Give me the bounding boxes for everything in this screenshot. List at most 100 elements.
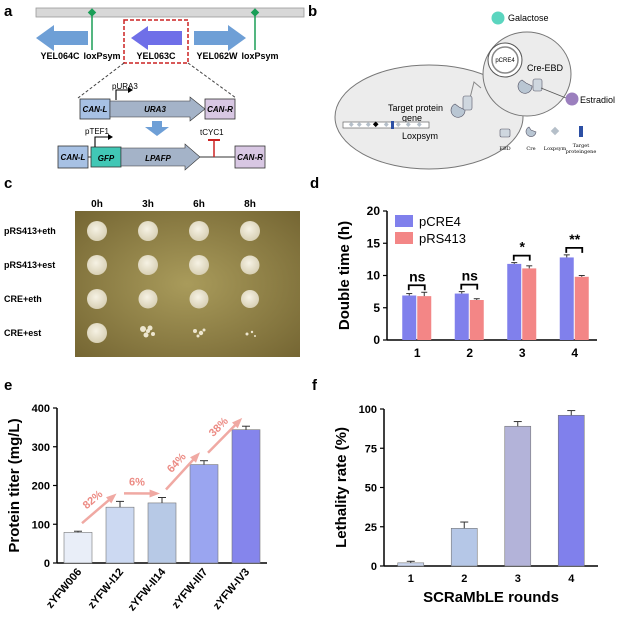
sparse-colony-8h (245, 330, 256, 337)
gene-arrow-yel062w (194, 25, 246, 51)
agar-plate (75, 211, 300, 357)
promoter-tef1-label: pTEF1 (85, 127, 110, 136)
promoter-ura3-arrowhead (128, 87, 133, 93)
y-tick-label: 0 (44, 558, 50, 570)
x-tick-label: 3 (519, 346, 526, 360)
centromere-marker (372, 121, 379, 128)
promoter-tef1-arrowhead (108, 134, 113, 140)
x-tick-label: 2 (466, 346, 473, 360)
x-axis-title: SCRaMbLE rounds (423, 589, 559, 606)
sparse-colony-3h (140, 325, 155, 338)
bar (397, 562, 425, 567)
ura3-arrow (109, 96, 206, 122)
increase-arrowhead (106, 493, 117, 504)
increase-arrow (81, 496, 113, 525)
target-protein-label: Target protein (388, 103, 443, 113)
zoom-line-right (187, 62, 237, 99)
ura3-label: URA3 (144, 105, 166, 114)
increase-arrowhead (149, 489, 160, 498)
x-tick-label: 2 (461, 573, 467, 585)
colony (138, 289, 158, 309)
bar-pcre4 (507, 263, 522, 340)
significance-bracket (460, 283, 479, 290)
bar-prs413 (469, 300, 484, 340)
colony (87, 289, 107, 309)
y-tick-label: 100 (359, 404, 377, 416)
legend-loxpsym-label: Loxpsym (544, 146, 567, 152)
colony (87, 255, 107, 275)
promoter-ura3-symbol (115, 89, 128, 100)
cre-shape-top (517, 79, 533, 94)
y-tick-label: 20 (367, 204, 381, 218)
can-r-label-1: CAN-R (207, 105, 233, 114)
legend-cre-icon (525, 126, 537, 137)
significance-bracket (407, 284, 426, 291)
cre-ebd-label: Cre-EBD (527, 63, 564, 73)
translocation-arrow (469, 81, 482, 99)
can-l-label-1: CAN-L (83, 105, 108, 114)
colony (189, 221, 209, 241)
terminator-label: tCYC1 (200, 128, 224, 137)
panel-a: YEL064C loxPsym YEL063C YEL062W loxPsym … (35, 7, 305, 171)
legend-ebd-label: EBD (499, 146, 510, 152)
gene-label-yel064c: YEL064C (40, 51, 80, 61)
x-tick-label: zYFW-III7 (170, 566, 210, 611)
transition-arrow (145, 121, 169, 136)
can-l-label-2: CAN-L (61, 153, 86, 162)
legend-ebd-icon (499, 128, 511, 138)
x-tick-label: 4 (571, 346, 578, 360)
y-axis-title: Lethality rate (%) (333, 427, 350, 548)
y-tick-label: 400 (32, 403, 50, 415)
highlight-box (123, 19, 189, 64)
legend-label-prs413: pRS413 (419, 231, 466, 246)
colony-grid (87, 221, 260, 343)
y-tick-label: 10 (367, 269, 381, 283)
panel-label-d: d (310, 175, 319, 192)
loxpsym-sites-b (348, 121, 422, 127)
x-tick-label: 1 (414, 346, 421, 360)
loxpsym-label-b: Loxpsym (402, 131, 438, 141)
increase-arrow (207, 421, 239, 454)
bar-prs413 (522, 268, 537, 340)
x-tick-label: zYFW-II14 (126, 566, 169, 614)
increase-label: 82% (81, 488, 106, 512)
can-r-box-1 (204, 98, 236, 120)
bar (504, 425, 532, 567)
bar (63, 532, 93, 564)
x-tick-label: 3 (515, 573, 521, 585)
x-tick-label: 4 (568, 573, 575, 585)
legend-target-label-2: proteingene (566, 149, 597, 155)
colony (87, 221, 107, 241)
significance-label: ** (569, 231, 580, 247)
row-label-cre-est: CRE+est (4, 328, 41, 338)
panel-label-f: f (312, 377, 318, 394)
sparse-colony-6h (193, 328, 206, 338)
bar-pcre4 (454, 293, 469, 340)
gene-label-yel063c: YEL063C (136, 51, 176, 61)
legend-swatch-prs413 (395, 232, 413, 244)
panel-label-c: c (4, 175, 12, 192)
y-tick-label: 25 (365, 522, 377, 534)
promoter-ura3-label: pURA3 (112, 82, 138, 91)
yeast-mother-cell (334, 64, 524, 170)
increase-arrowhead (190, 452, 201, 463)
legend-target-label-1: Target (573, 143, 590, 149)
bar-prs413 (574, 276, 589, 340)
y-tick-label: 15 (367, 236, 381, 250)
timepoint-3h: 3h (142, 199, 154, 210)
panel-label-a: a (4, 3, 13, 20)
legend-swatch-pcre4 (395, 215, 413, 227)
zoom-line-left (77, 62, 125, 99)
ebd-shape-top (532, 78, 543, 92)
x-tick-label: zYFW-IV3 (211, 566, 252, 612)
legend-label-pcre4: pCRE4 (419, 214, 461, 229)
gfp-label: GFP (98, 154, 115, 163)
can-r-box-2 (234, 145, 266, 169)
increase-arrow (165, 455, 197, 491)
panel-label-e: e (4, 377, 12, 394)
bar-pcre4 (559, 257, 574, 340)
gene-arrow-yel063c (131, 26, 182, 50)
increase-label: 64% (165, 451, 189, 476)
y-tick-label: 75 (365, 443, 377, 455)
